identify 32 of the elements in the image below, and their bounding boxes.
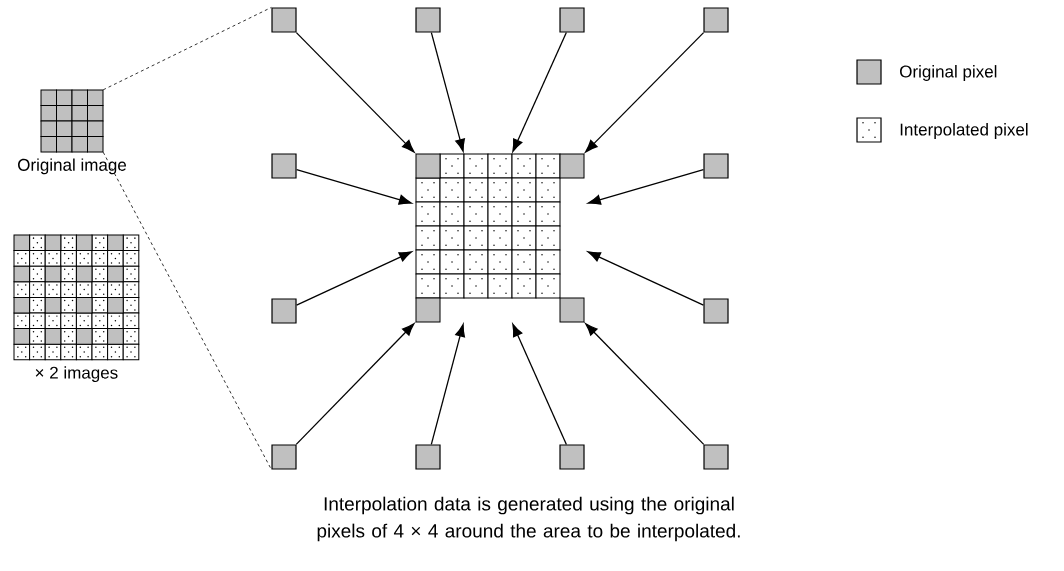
legend-label: Original pixel — [900, 65, 997, 81]
pixel-square — [559, 444, 585, 470]
interpolation-grid-drawing — [415, 153, 585, 323]
pixel-square — [703, 7, 729, 33]
arrow — [430, 31, 465, 152]
dashed-line — [102, 151, 272, 470]
arrow — [430, 323, 465, 446]
pixel-square — [271, 444, 297, 470]
pixel-square — [703, 444, 729, 470]
arrow — [295, 323, 415, 446]
image-label: × 2 images — [35, 366, 118, 383]
legend-label: Interpolated pixel — [900, 123, 1028, 139]
arrow — [587, 169, 705, 205]
image-label: Original image — [18, 158, 126, 175]
arrow — [295, 31, 415, 153]
arrow — [512, 323, 568, 446]
pixel-square — [415, 444, 441, 470]
arrow — [585, 323, 705, 446]
pixel-square — [271, 153, 297, 179]
arrow — [587, 251, 705, 306]
pixel-square — [271, 298, 297, 324]
arrow — [512, 31, 567, 152]
arrow — [295, 251, 412, 306]
pixel-square — [271, 7, 297, 33]
pixel-square — [415, 7, 441, 33]
dashed-line — [102, 7, 272, 91]
arrow — [295, 169, 412, 205]
pixel-square — [703, 153, 729, 179]
pixel-square — [559, 7, 585, 33]
arrow — [585, 31, 705, 153]
caption-text: Interpolation data is generated using the original pixels of 4 × 4 around the area to be interpolated. — [317, 496, 740, 542]
pixel-square — [703, 298, 729, 324]
